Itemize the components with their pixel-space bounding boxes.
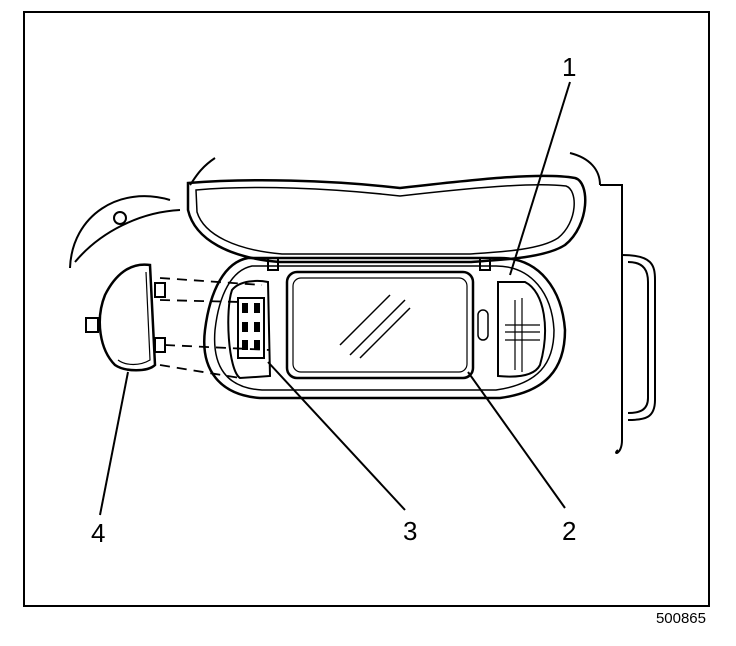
figure-id: 500865: [655, 610, 706, 627]
lamp-bulb-socket: [237, 297, 265, 359]
lamp-slot: [477, 309, 489, 341]
lamp-lens-right: [497, 281, 546, 378]
callout-1: 1: [562, 52, 576, 82]
hinge-right: [479, 257, 491, 271]
mirror-glare: [339, 294, 411, 359]
mirror: [285, 270, 475, 380]
callout-2: 2: [562, 516, 576, 546]
lamp-housing-left: [227, 280, 272, 380]
leader-lines: [99, 81, 571, 516]
visor-body: [203, 256, 567, 400]
callout-4: 4: [91, 518, 105, 548]
visor-flap: [186, 174, 587, 264]
diagram-frame: [23, 11, 710, 607]
headliner-background: [69, 152, 656, 454]
explode-lines: [159, 277, 271, 379]
hinge-left: [267, 257, 279, 271]
lens-cover: [98, 263, 157, 372]
callout-3: 3: [403, 516, 417, 546]
bulb-contacts: [242, 303, 260, 350]
